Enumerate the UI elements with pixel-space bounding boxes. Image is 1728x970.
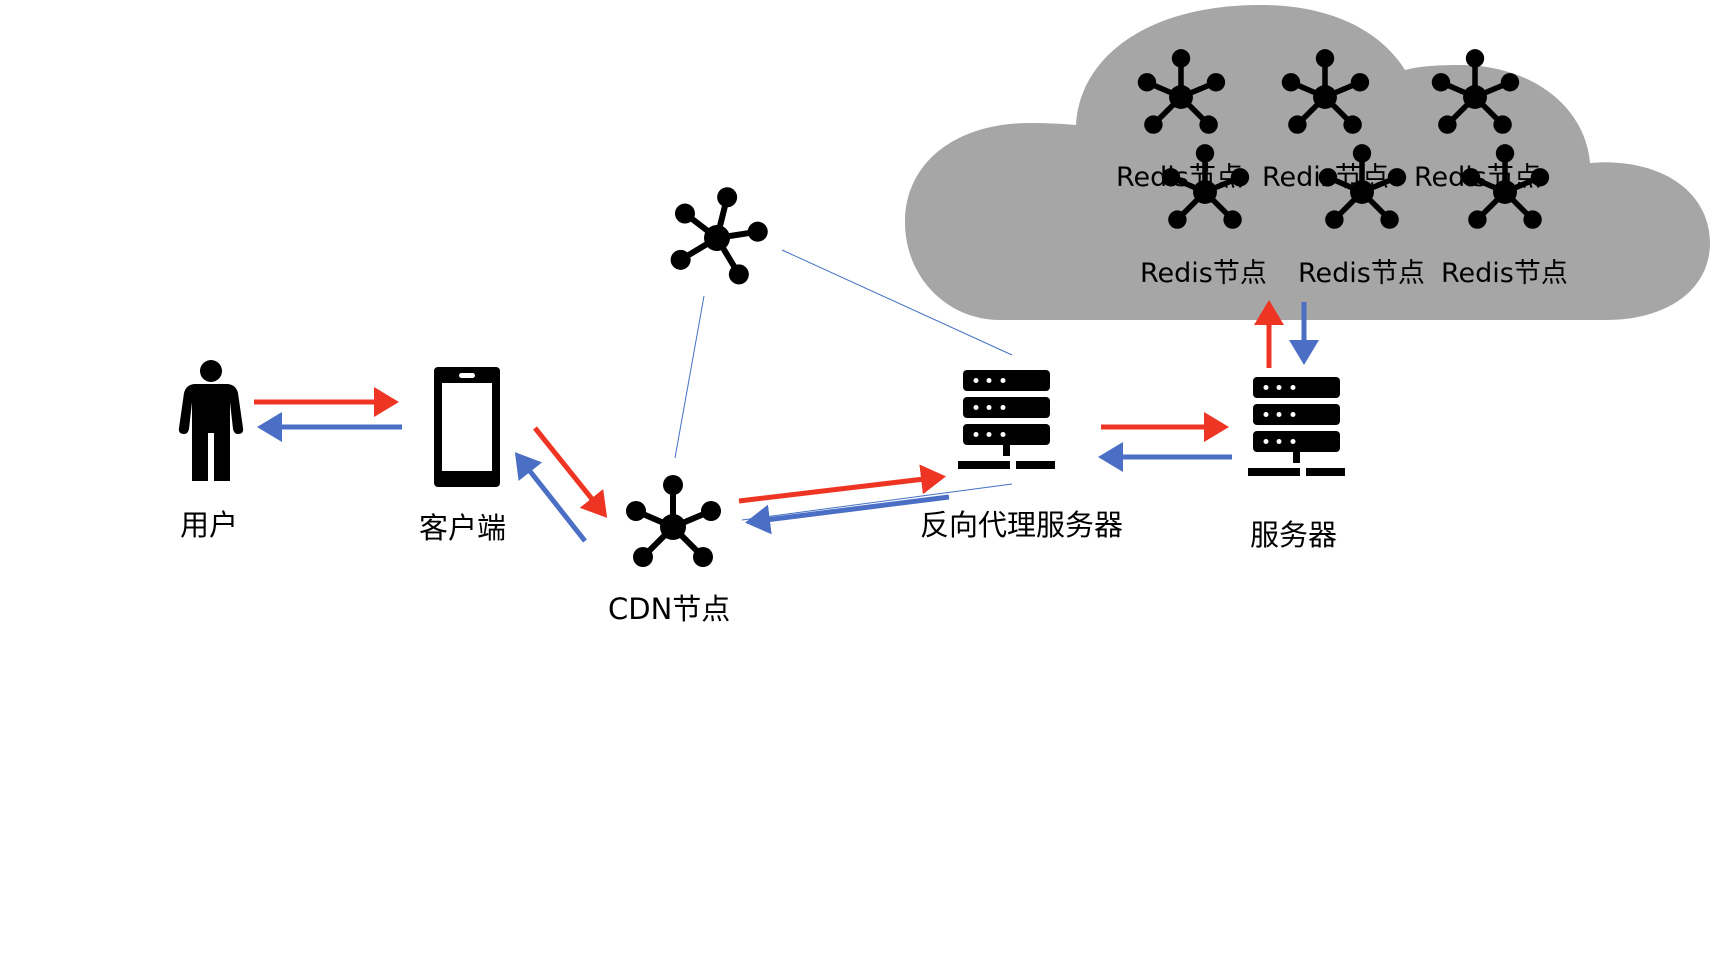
redis-node-label: Redis节点 [1140, 258, 1267, 289]
smartphone-icon [434, 367, 500, 487]
arrow-cdn-to-proxy [738, 464, 946, 504]
link-proxy-to-cdn [741, 483, 1013, 521]
server-node: 服务器 [1248, 377, 1345, 552]
cdn-node: CDN节点 [608, 475, 730, 626]
reverse-proxy-label: 反向代理服务器 [920, 508, 1123, 542]
redis-cluster-cloud: Redis节点 Redis节点 Redis节点 Redis节点 Redis节点 … [905, 5, 1710, 320]
arrow-proxy-to-cdn [745, 494, 950, 535]
server-icon [958, 370, 1055, 469]
client-node: 客户端 [419, 367, 506, 545]
server-label: 服务器 [1250, 518, 1337, 552]
server-icon [1248, 377, 1345, 476]
cdn-label: CDN节点 [608, 592, 730, 626]
redis-node-bottom-3: Redis节点 [1441, 144, 1568, 289]
user-label: 用户 [180, 508, 238, 542]
link-cdn-to-peer [674, 295, 705, 459]
network-hub-icon [662, 176, 776, 288]
redis-node-label: Redis节点 [1441, 258, 1568, 289]
network-hub-icon [626, 475, 721, 567]
cdn-peer-node [662, 176, 776, 288]
arrow-cdn-to-client [514, 452, 587, 543]
redis-node-label: Redis节点 [1298, 258, 1425, 289]
link-peer-to-proxy [781, 249, 1013, 356]
redis-node-bottom-2: Redis节点 [1298, 144, 1425, 289]
user-node: 用户 [178, 360, 244, 542]
reverse-proxy-node: 反向代理服务器 [920, 370, 1123, 542]
arrow-client-to-cdn [533, 426, 608, 518]
redis-node-bottom-1: Redis节点 [1140, 144, 1267, 289]
client-label: 客户端 [419, 511, 506, 545]
person-icon [178, 360, 244, 481]
